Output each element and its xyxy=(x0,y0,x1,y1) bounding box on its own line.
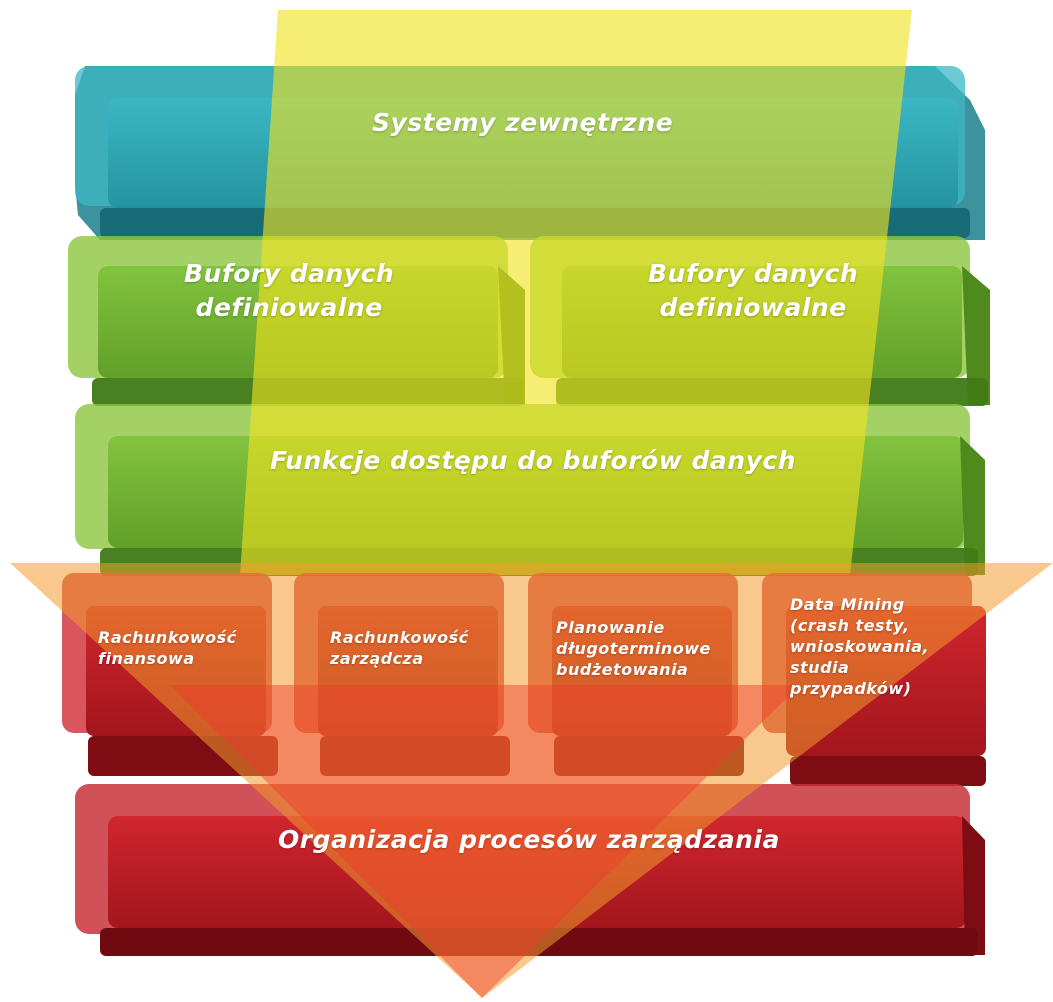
yellow-band xyxy=(240,10,912,575)
data-buffers-right-label: Bufory danych definiowalne xyxy=(648,259,859,322)
module-label-financial-accounting: Rachunkowość finansowa xyxy=(98,628,237,668)
buffer-access-label: Funkcje dostępu do buforów danych xyxy=(270,446,797,475)
data-buffers-left-label: Bufory danych definiowalne xyxy=(184,259,395,322)
process-organization-label: Organizacja procesów zarządzania xyxy=(278,825,780,854)
module-label-management-accounting: Rachunkowość zarządcza xyxy=(330,628,469,668)
orange-triangle xyxy=(10,563,1053,998)
module-label-long-term-budgeting: Planowanie długoterminowe budżetowania xyxy=(556,618,711,679)
red-triangle-tip xyxy=(170,685,800,998)
module-label-data-mining: Data Mining (crash testy, wnioskowania, … xyxy=(790,595,930,698)
external-systems-label: Systemy zewnętrzne xyxy=(372,108,674,137)
